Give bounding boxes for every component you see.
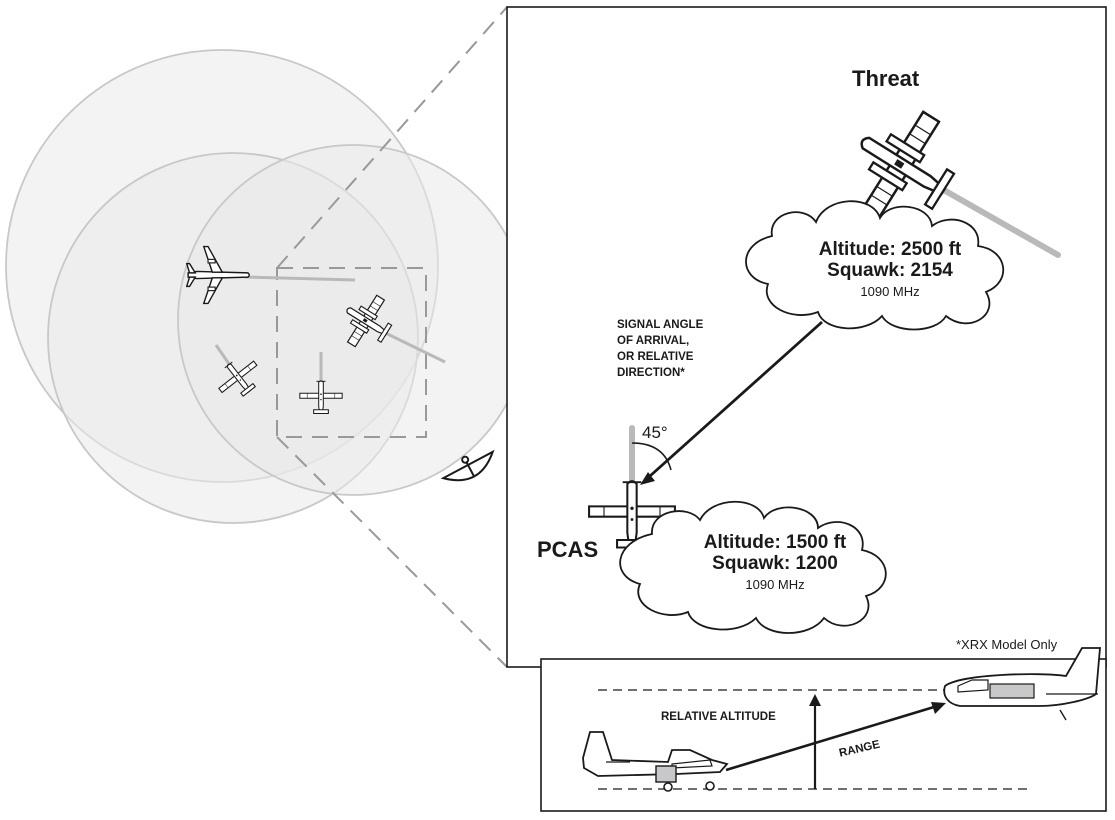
zoom-guides bbox=[276, 6, 508, 668]
pcas-cloud bbox=[619, 500, 887, 634]
model-footnote: *XRX Model Only bbox=[956, 637, 1058, 652]
threat-title: Threat bbox=[852, 66, 920, 91]
angle-label: 45° bbox=[642, 423, 668, 442]
threat-frequency: 1090 MHz bbox=[860, 283, 920, 299]
threat-altitude: Altitude: 2500 ft bbox=[818, 239, 962, 260]
threat-cloud bbox=[745, 200, 1004, 331]
arrival-arrow bbox=[640, 320, 823, 485]
radar-coverage bbox=[5, 49, 529, 524]
relative-altitude-arrow bbox=[809, 694, 821, 789]
relative-altitude-label: RELATIVE ALTITUDE bbox=[661, 711, 776, 723]
pcas-frequency: 1090 MHz bbox=[745, 576, 805, 592]
profile-high-aircraft-icon bbox=[943, 647, 1101, 721]
angle-arc bbox=[631, 442, 672, 471]
threat-squawk: Squawk: 2154 bbox=[827, 259, 953, 281]
pcas-title: PCAS bbox=[537, 537, 599, 562]
overview-aircraft bbox=[186, 245, 495, 482]
range-arrow bbox=[725, 702, 946, 772]
pcas-squawk: Squawk: 1200 bbox=[712, 552, 838, 574]
satellite-dish-icon bbox=[440, 449, 495, 482]
pcas-cloud-text: Altitude: 1500 ft Squawk: 1200 1090 MHz bbox=[650, 532, 900, 592]
signal-label-line: OR RELATIVE bbox=[617, 351, 694, 364]
signal-angle-label: SIGNAL ANGLE OF ARRIVAL, OR RELATIVE DIR… bbox=[617, 317, 747, 381]
signal-label-line: DIRECTION* bbox=[617, 367, 685, 380]
focus-box bbox=[276, 267, 427, 438]
profile-low-aircraft-icon bbox=[582, 731, 729, 792]
threat-cloud-text: Altitude: 2500 ft Squawk: 2154 1090 MHz bbox=[770, 239, 1010, 299]
signal-label-line: SIGNAL ANGLE bbox=[617, 319, 704, 331]
signal-label-line: OF ARRIVAL, bbox=[617, 335, 690, 348]
pcas-altitude: Altitude: 1500 ft bbox=[703, 532, 847, 553]
threat-signal-line bbox=[925, 178, 1061, 258]
